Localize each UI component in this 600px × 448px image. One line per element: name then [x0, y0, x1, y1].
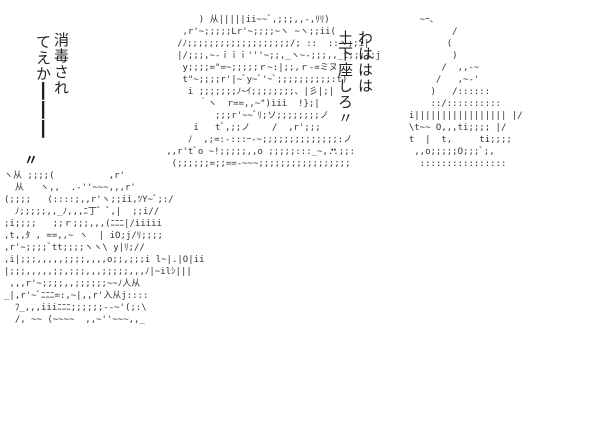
speech-left-line-1: 消毒され	[52, 32, 70, 96]
ascii-art-figure-right: ~ｰ、 / ( ) / ,,-~ / ,~-' ) /:::::: ::/:::…	[408, 15, 523, 169]
ascii-art-figure-left: ヽ从 ;;;;( ,r' 从 ヽ,, .-''~~~,,,r' (;;;; (:…	[4, 171, 205, 325]
speech-left-line-2: てえか┃┃┃	[34, 34, 52, 139]
speech-left-ornament: 〃	[24, 153, 38, 169]
ascii-art-figure-center: ) 从|||||ii~~ﾞ,;;;,,-,ﾘﾘ) ,r'~;;;;;Lr'~;;…	[166, 15, 382, 169]
speech-right-ornament: ¨	[330, 148, 337, 164]
speech-right-line-1: わははは	[356, 30, 374, 94]
speech-right-line-2: 土下座しろ〃	[336, 30, 354, 126]
